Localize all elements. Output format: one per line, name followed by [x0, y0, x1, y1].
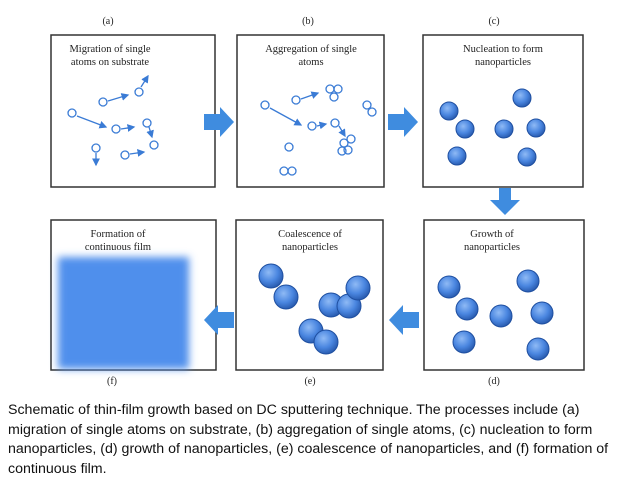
panel-letter: (b) [302, 16, 314, 27]
figure-caption: Schematic of thin-film growth based on D… [8, 401, 632, 479]
panel-title: atoms on substrate [71, 57, 149, 68]
panel-title: Growth of [470, 229, 514, 240]
continuous-film [58, 257, 189, 369]
panel-letter: (c) [488, 16, 499, 27]
arrow-c-to-d [490, 188, 520, 215]
panel-f: Formation of continuous film (f) [51, 220, 216, 387]
panel-b: (b) Aggregation of single atoms [237, 16, 384, 187]
panel-c: (c) Nucleation to form nanoparticles [423, 16, 583, 187]
thin-film-growth-diagram: (a) Migration of single atoms on substra… [0, 0, 638, 400]
arrow-d-to-e [389, 305, 419, 335]
panel-letter: (f) [107, 376, 117, 387]
panel-title: atoms [298, 57, 323, 68]
panel-title: Nucleation to form [463, 44, 543, 55]
panel-letter: (a) [102, 16, 113, 27]
panel-title: nanoparticles [282, 242, 338, 253]
panel-title: Formation of [90, 229, 146, 240]
panel-letter: (d) [488, 376, 500, 387]
panel-title: Coalescence of [278, 229, 342, 240]
panel-e: Coalescence of nanoparticles (e) [236, 220, 383, 387]
arrow-b-to-c [388, 107, 418, 137]
panel-letter: (e) [304, 376, 315, 387]
panel-title: Aggregation of single [265, 44, 357, 55]
panel-title: Migration of single [69, 44, 150, 55]
panel-a: (a) Migration of single atoms on substra… [51, 16, 215, 187]
panel-d: Growth of nanoparticles (d) [424, 220, 584, 387]
panel-title: nanoparticles [464, 242, 520, 253]
panel-title: continuous film [85, 242, 151, 253]
panel-title: nanoparticles [475, 57, 531, 68]
